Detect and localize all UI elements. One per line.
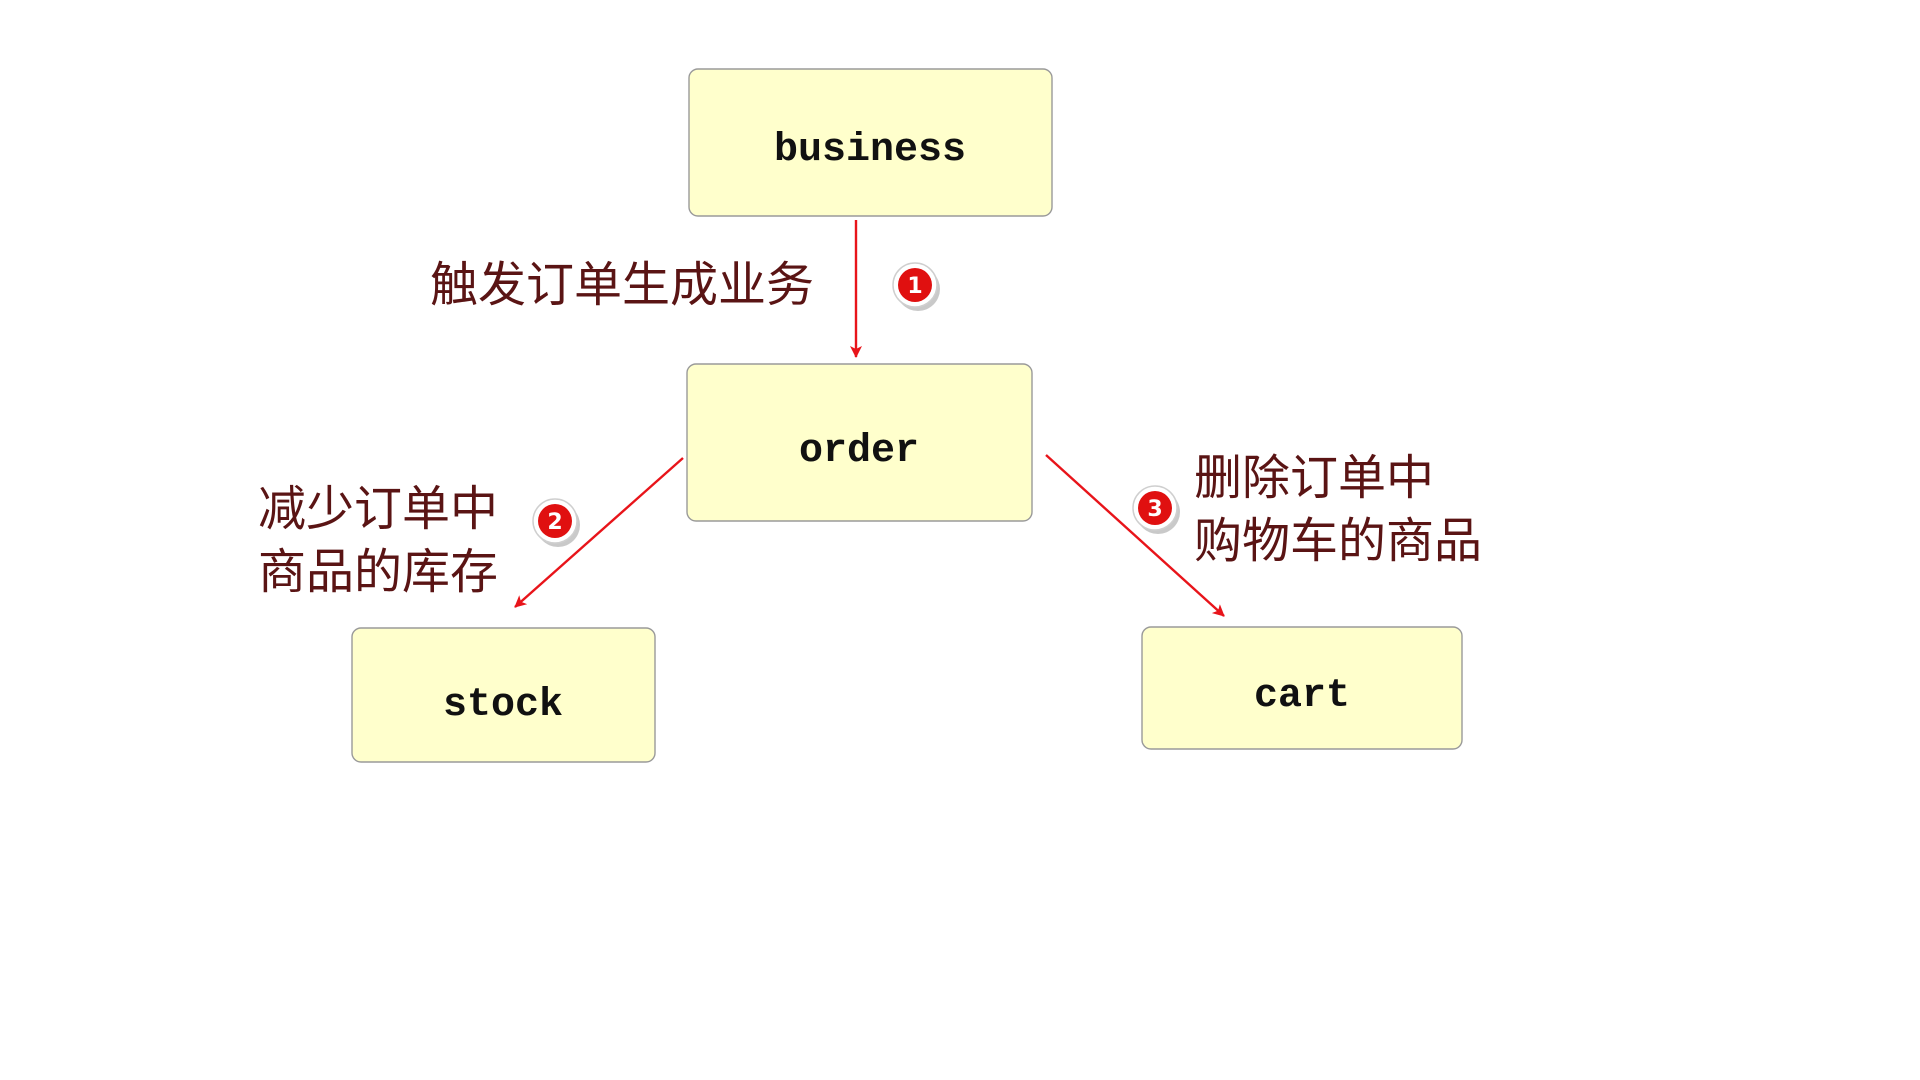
edge-order-stock: 减少订单中 商品的库存 2 [258, 457, 684, 608]
node-order-label: order [799, 429, 919, 474]
step-badge-1-number: 1 [907, 274, 922, 299]
node-order-box [686, 363, 1033, 522]
node-stock-box [351, 627, 656, 763]
edge-label-step-2-line-1: 减少订单中 [258, 481, 498, 537]
node-business: business [688, 68, 1053, 217]
node-cart: cart [1141, 626, 1463, 750]
node-order: order [686, 363, 1033, 522]
arrow-order-to-stock [514, 457, 684, 608]
edge-label-step-3-line-1: 删除订单中 [1194, 450, 1434, 506]
node-cart-box [1141, 626, 1463, 750]
step-badge-1: 1 [892, 262, 940, 311]
edge-label-step-2-line-2: 商品的库存 [258, 544, 498, 600]
step-badge-3-number: 3 [1147, 497, 1162, 522]
arrow-order-to-cart [1045, 454, 1225, 617]
edge-order-cart: 删除订单中 购物车的商品 3 [1045, 450, 1482, 617]
step-badge-2-number: 2 [547, 510, 562, 535]
edge-label-step-3-line-2: 购物车的商品 [1194, 513, 1482, 569]
node-cart-label: cart [1254, 674, 1350, 719]
node-stock: stock [351, 627, 656, 763]
node-business-label: business [774, 128, 966, 173]
node-business-box [688, 68, 1053, 217]
edge-label-step-1: 触发订单生成业务 [430, 257, 814, 313]
step-badge-2: 2 [532, 498, 580, 547]
node-stock-label: stock [443, 683, 563, 728]
step-badge-3: 3 [1132, 485, 1180, 534]
edge-business-order: 触发订单生成业务 1 [430, 220, 940, 358]
